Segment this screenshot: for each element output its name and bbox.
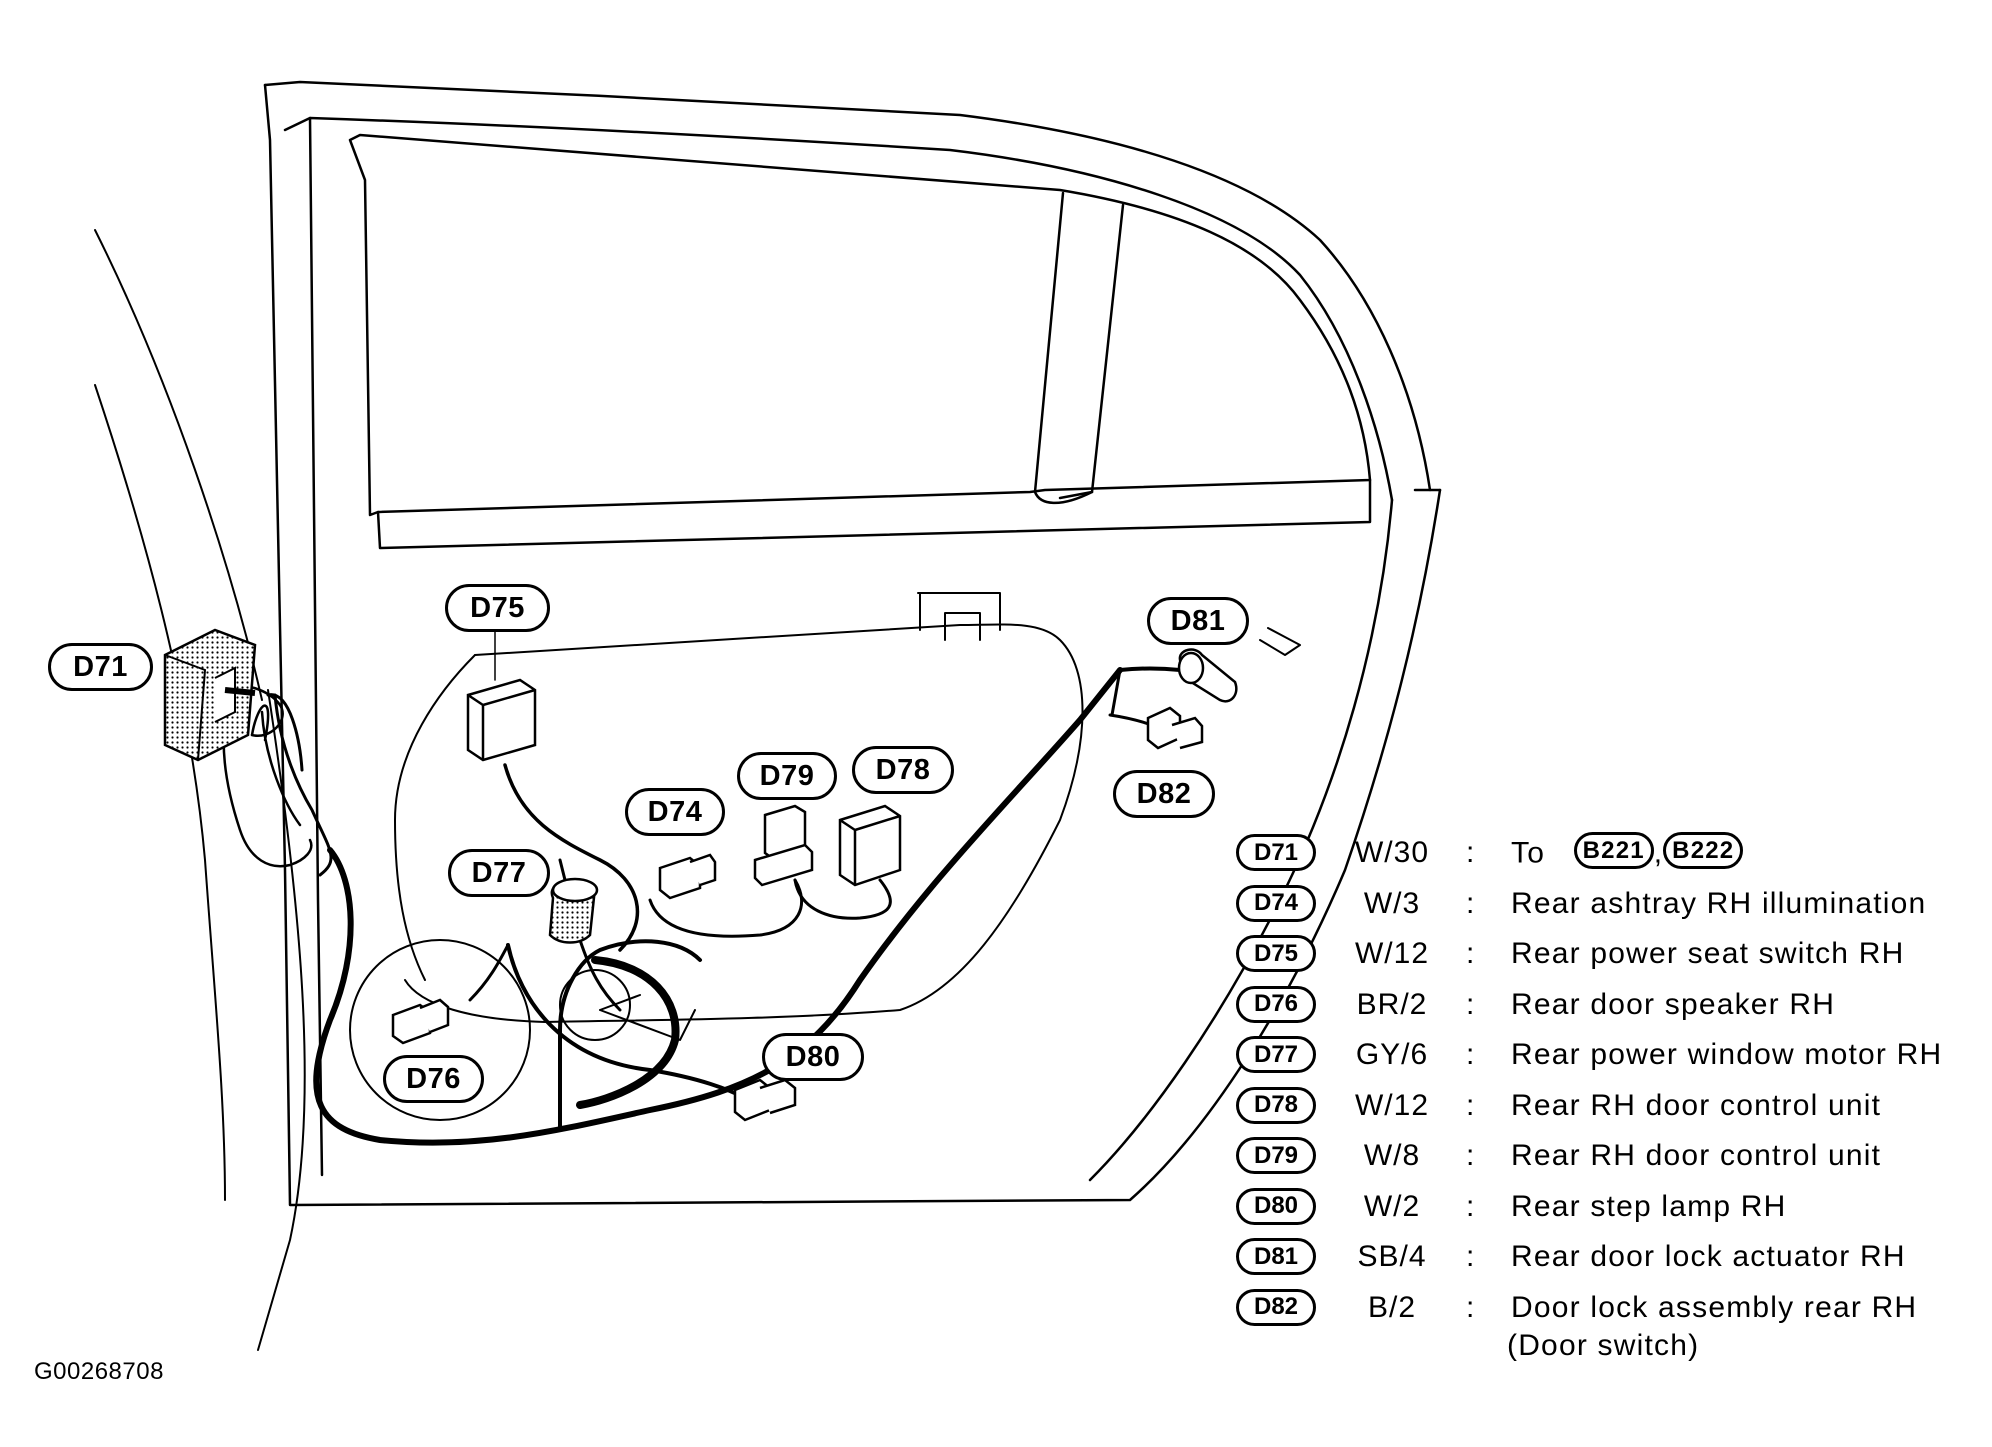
d81-connector-shape	[1177, 648, 1238, 703]
legend-row: D71 W/30 : To B221,B222	[1236, 832, 1976, 883]
legend-wire-spec: W/8	[1363, 1139, 1421, 1172]
d79-connector-shape	[753, 804, 814, 887]
legend-description: Rear door lock actuator RH	[1511, 1240, 1906, 1273]
callout-d75: D75	[445, 584, 550, 632]
legend-row: D75 W/12 : Rear power seat switch RH	[1236, 933, 1976, 984]
legend-wire-spec: B/2	[1367, 1290, 1417, 1324]
grommet-tube	[222, 684, 313, 868]
legend-colon: :	[1466, 1290, 1475, 1324]
legend-row: D76 BR/2 : Rear door speaker RH	[1236, 984, 1976, 1035]
legend-description: To B221,B222	[1511, 832, 1744, 873]
legend-wire-spec: GY/6	[1355, 1038, 1429, 1071]
legend-connector-badge: D75	[1236, 935, 1316, 972]
legend-wire-spec: BR/2	[1356, 987, 1428, 1021]
legend-connector-badge: D78	[1236, 1086, 1316, 1124]
legend-wire-spec: W/2	[1363, 1189, 1421, 1223]
legend-description: Rear power seat switch RH	[1511, 937, 1905, 970]
legend-wire-spec: W/12	[1354, 1088, 1430, 1122]
d78-connector-shape	[838, 804, 902, 887]
legend-colon: :	[1466, 1038, 1475, 1071]
d71-connector-shape	[163, 628, 257, 762]
wire-harness	[266, 666, 1182, 1146]
speaker-outline	[349, 939, 680, 1121]
d75-connector-shape	[466, 678, 537, 762]
legend-ref-b221: B221	[1573, 832, 1654, 869]
legend-description: Rear RH door control unit	[1511, 1139, 1882, 1172]
legend-description: Rear step lamp RH	[1511, 1189, 1787, 1223]
callout-d79: D79	[737, 752, 837, 800]
legend-connector-badge: D76	[1236, 985, 1316, 1023]
body-pillar-lines	[94, 229, 306, 1351]
legend-connector-badge: D79	[1236, 1137, 1316, 1174]
legend-ref-separator: ,	[1653, 836, 1664, 870]
legend-connector-badge: D80	[1236, 1187, 1316, 1225]
figure-code: G00268708	[34, 1358, 164, 1385]
legend-wire-spec: W/12	[1354, 937, 1430, 970]
legend-connector-badge: D81	[1236, 1238, 1316, 1275]
legend-row: D79 W/8 : Rear RH door control unit	[1236, 1135, 1976, 1186]
d82-connector-shape	[1146, 706, 1204, 750]
window-frame	[348, 133, 1372, 550]
connector-legend: D71 W/30 : To B221,B222 D74 W/3 : Rear a…	[1236, 832, 1976, 1362]
legend-wire-spec: SB/4	[1357, 1240, 1427, 1273]
callout-d71: D71	[48, 643, 153, 691]
d76-connector-shape	[391, 998, 450, 1045]
callout-d81: D81	[1147, 597, 1249, 645]
door-outline	[263, 80, 1442, 1207]
d74-connector-shape	[658, 853, 717, 900]
legend-colon: :	[1466, 1240, 1475, 1273]
legend-colon: :	[1466, 886, 1475, 920]
legend-ref-b222: B222	[1663, 832, 1744, 869]
legend-row: D78 W/12 : Rear RH door control unit	[1236, 1085, 1976, 1136]
legend-connector-badge: D77	[1236, 1036, 1316, 1073]
legend-description-line2: (Door switch)	[1507, 1328, 1700, 1362]
d77-motor-shape	[548, 877, 599, 944]
legend-colon: :	[1466, 1139, 1475, 1172]
legend-description: Door lock assembly rear RH	[1511, 1290, 1918, 1324]
legend-colon: :	[1466, 836, 1475, 869]
legend-description: Rear ashtray RH illumination	[1511, 886, 1927, 920]
legend-colon: :	[1466, 1088, 1475, 1122]
legend-colon: :	[1466, 1189, 1475, 1223]
legend-wire-spec: W/3	[1363, 886, 1421, 920]
callout-d80: D80	[762, 1033, 864, 1081]
legend-description: Rear power window motor RH	[1511, 1038, 1943, 1071]
legend-description: Rear RH door control unit	[1511, 1088, 1882, 1122]
callout-d74: D74	[625, 788, 725, 836]
legend-connector-badge: D74	[1236, 884, 1316, 922]
legend-row: D80 W/2 : Rear step lamp RH	[1236, 1186, 1976, 1237]
legend-row: D82 B/2 : Door lock assembly rear RH (Do…	[1236, 1287, 1976, 1362]
legend-row: D81 SB/4 : Rear door lock actuator RH	[1236, 1236, 1976, 1287]
callout-d76: D76	[383, 1055, 484, 1103]
legend-connector-badge: D71	[1236, 834, 1316, 871]
legend-description: Rear door speaker RH	[1511, 987, 1836, 1021]
callout-d77: D77	[448, 849, 550, 897]
callout-d82: D82	[1113, 770, 1215, 818]
legend-connector-badge: D82	[1236, 1288, 1316, 1326]
legend-to-text: To	[1511, 836, 1546, 870]
legend-row: D74 W/3 : Rear ashtray RH illumination	[1236, 883, 1976, 934]
legend-colon: :	[1466, 987, 1475, 1021]
legend-wire-spec: W/30	[1354, 836, 1430, 869]
legend-row: D77 GY/6 : Rear power window motor RH	[1236, 1034, 1976, 1085]
d80-connector-shape	[733, 1078, 797, 1122]
legend-colon: :	[1466, 937, 1475, 970]
callout-d78: D78	[852, 746, 954, 794]
